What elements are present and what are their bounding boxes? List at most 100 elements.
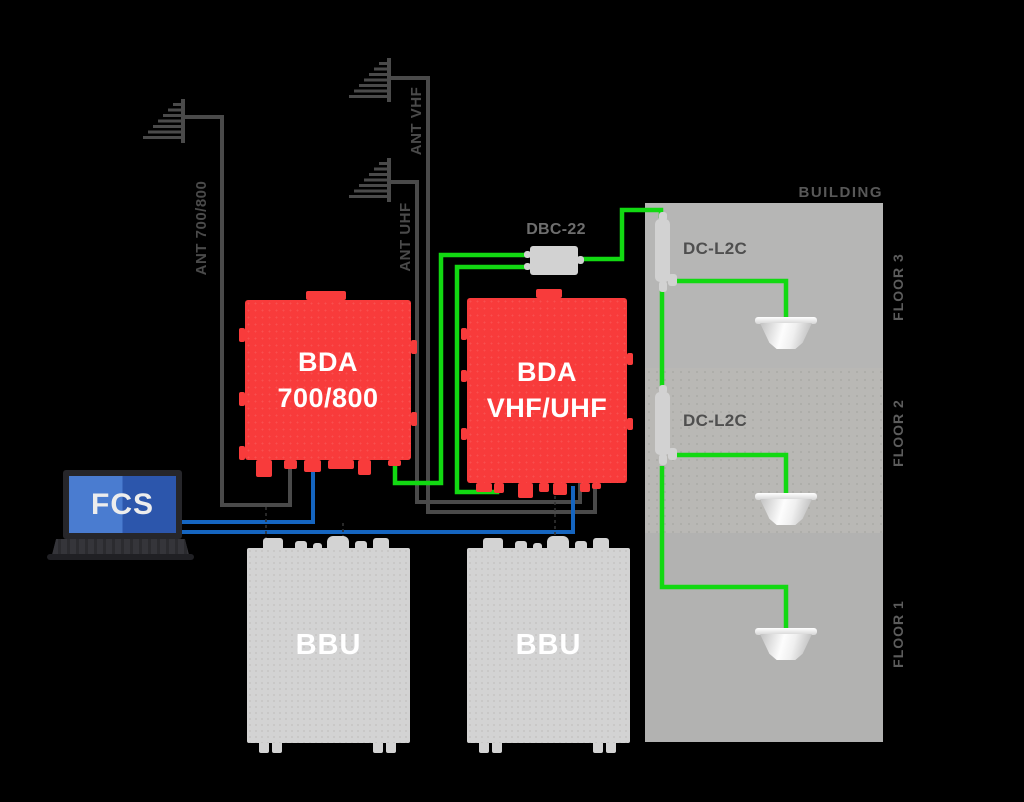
- bbu1-top-connector: [295, 541, 307, 548]
- building-floor-3-area: [645, 203, 883, 368]
- fcs-laptop-base: [47, 554, 194, 560]
- rf-line-coupler2-to-dome-floor2: [675, 452, 789, 495]
- fcs-laptop-keyboard: [52, 539, 189, 555]
- bda-700-800-unit: BDA 700/800: [239, 291, 417, 477]
- bbu-unit-1: BBU: [247, 536, 410, 753]
- ceiling-dome-antenna-floor3: [755, 317, 817, 349]
- ant-uhf-label: ANT UHF: [397, 202, 414, 272]
- building-label: BUILDING: [798, 184, 883, 201]
- donor-antenna-700-800-icon: [143, 99, 185, 143]
- bbu1-top-connector: [263, 538, 283, 548]
- bbu1-foot: [386, 743, 396, 753]
- bbu-1-label: BBU: [295, 629, 362, 661]
- bda1-bottom-connector: [328, 460, 354, 469]
- bbu2-top-connector: [547, 536, 569, 548]
- ceiling-dome-antenna-floor1: [755, 628, 817, 660]
- coax-ant-uhf-to-bda2: [389, 180, 582, 504]
- bbu-2-label: BBU: [515, 629, 582, 661]
- dome-bowl: [760, 499, 812, 525]
- dome-disc: [755, 493, 817, 500]
- coax-ant-700-800-to-bda1: [183, 115, 292, 507]
- bda2-bottom-connector: [580, 483, 590, 492]
- bda2-bottom-connector: [476, 483, 492, 492]
- control-line-fcs-to-bda2: [166, 486, 575, 534]
- dc-l2c-floor2-tap-port: [668, 448, 677, 460]
- bda1-bottom-connector: [256, 460, 272, 477]
- fcs-laptop-display: FCS: [69, 476, 176, 533]
- ceiling-dome-antenna-floor2: [755, 493, 817, 525]
- bda1-top-connector: [306, 291, 346, 300]
- bbu2-top-connector: [533, 543, 542, 548]
- bbu1-top-connector: [313, 543, 322, 548]
- dc-l2c-floor3-label: DC-L2C: [683, 239, 748, 258]
- dbc-22-combiner: [530, 246, 578, 275]
- bda2-bottom-connector: [494, 483, 504, 493]
- bbu1-foot: [259, 743, 269, 753]
- bda2-bottom-connector: [539, 483, 549, 492]
- bbu1-foot: [272, 743, 282, 753]
- bda-vhf-uhf-band: VHF/UHF: [486, 393, 608, 423]
- bda1-bottom-connector: [358, 460, 371, 475]
- rf-line-coupler3-to-dome-floor3: [675, 278, 789, 319]
- bbu2-foot: [492, 743, 502, 753]
- bda2-side-tab: [627, 418, 633, 430]
- bda2-side-tab: [461, 370, 467, 382]
- dbc-22-output-port: [577, 256, 584, 264]
- bda1-bottom-connector: [388, 460, 401, 466]
- bbu1-top-connector: [355, 541, 367, 548]
- bda1-bottom-connector: [304, 460, 321, 472]
- bda2-side-tab: [461, 428, 467, 440]
- bbu1-foot: [373, 743, 383, 753]
- bbu2-top-connector: [575, 541, 587, 548]
- bda-700-800-band: 700/800: [277, 382, 379, 413]
- dbc-22-label: DBC-22: [526, 221, 586, 238]
- rf-line-bda1-to-dbc22: [392, 252, 527, 486]
- bbu-unit-2: BBU: [467, 536, 630, 753]
- fcs-laptop-screen: FCS: [63, 470, 182, 539]
- coax-ant-vhf-to-bda2: [389, 76, 597, 514]
- dome-bowl: [760, 634, 812, 660]
- building-floor-2-area: [645, 368, 883, 533]
- bbu1-top-connector: [373, 538, 389, 548]
- bbu2-foot: [606, 743, 616, 753]
- bda-vhf-uhf-name: BDA: [517, 357, 577, 387]
- dc-l2c-floor2-bottom-port: [659, 454, 667, 465]
- dbc-22-input-port: [524, 251, 531, 258]
- dc-l2c-floor2-top-port: [659, 385, 667, 394]
- bbu2-foot: [479, 743, 489, 753]
- dc-l2c-floor3-tap-port: [668, 274, 677, 286]
- control-line-fcs-to-bda1: [166, 462, 315, 524]
- dome-disc: [755, 317, 817, 324]
- donor-antenna-uhf-icon: [349, 158, 391, 202]
- bda-700-800-name: BDA: [298, 346, 358, 377]
- bda1-side-tab: [239, 446, 245, 460]
- ant-700-800-label: ANT 700/800: [193, 180, 210, 276]
- floor-3-label: FLOOR 3: [890, 253, 906, 321]
- bda1-side-tab: [239, 328, 245, 342]
- building: [645, 203, 883, 742]
- floor-1-label: FLOOR 1: [890, 600, 906, 668]
- fcs-label: FCS: [91, 487, 154, 521]
- bda1-side-tab: [411, 412, 417, 426]
- dc-l2c-floor3-top-port: [659, 212, 667, 221]
- dc-l2c-floor3-bottom-port: [659, 281, 667, 292]
- bda2-bottom-connector: [592, 483, 601, 489]
- bda2-side-tab: [627, 353, 633, 365]
- dbc-22-input-port: [524, 263, 531, 270]
- bda1-side-tab: [411, 340, 417, 354]
- bbu2-top-connector: [483, 538, 503, 548]
- bda1-side-tab: [239, 392, 245, 406]
- bda2-bottom-connector: [518, 483, 533, 498]
- dc-l2c-coupler-floor3: [655, 219, 670, 282]
- floor-2-label: FLOOR 2: [890, 399, 906, 467]
- bda-vhf-uhf-unit: BDA VHF/UHF: [461, 289, 633, 498]
- rf-line-coupler2-to-dome-floor1: [659, 466, 789, 630]
- bbu2-top-connector: [593, 538, 609, 548]
- bbu2-top-connector: [515, 541, 527, 548]
- dc-l2c-coupler-floor2: [655, 392, 670, 455]
- bbu1-top-connector: [327, 536, 349, 548]
- bda2-side-tab: [461, 328, 467, 340]
- dome-disc: [755, 628, 817, 635]
